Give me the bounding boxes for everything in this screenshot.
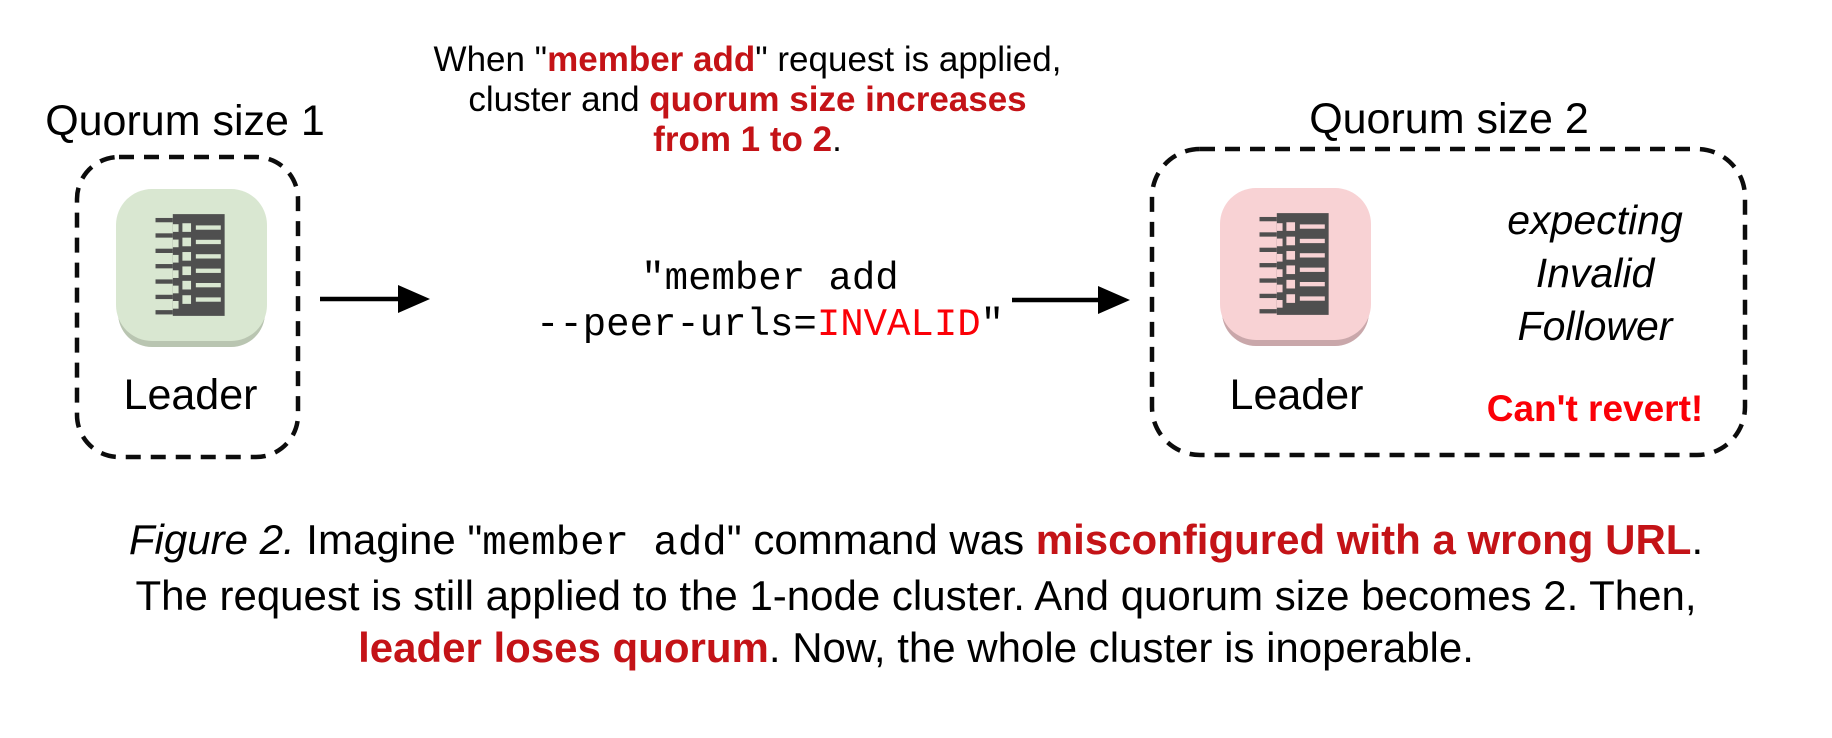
cluster-boundary-right — [1149, 146, 1748, 458]
expecting-line-3: Follower — [1517, 303, 1673, 349]
command-line-1: "member add — [641, 257, 899, 301]
figure-caption: Figure 2. Imagine "member add" command w… — [0, 514, 1832, 674]
right-node-label: Leader — [1229, 371, 1364, 419]
server-icon — [1259, 213, 1329, 315]
explanation-line-1: When "member add" request is applied, — [433, 40, 1062, 79]
caption-line-3: leader loses quorum. Now, the whole clus… — [358, 624, 1474, 671]
leader-node-green — [116, 189, 267, 341]
cluster-boundary-left — [74, 154, 301, 460]
expecting-line-2: Invalid — [1535, 250, 1655, 296]
caption-line-2: The request is still applied to the 1-no… — [135, 572, 1697, 619]
command-line-2: --peer-urls=INVALID" — [535, 303, 1005, 347]
arrow-right-icon-1 — [320, 285, 430, 313]
leader-node-pink — [1220, 188, 1371, 340]
expecting-line-1: expecting — [1507, 197, 1683, 243]
left-node-label: Leader — [123, 371, 258, 419]
explanation-text: When "member add" request is applied, cl… — [415, 40, 1080, 160]
expecting-invalid-follower-text: expecting Invalid Follower — [1440, 194, 1750, 353]
caption-line-1: Figure 2. Imagine "member add" command w… — [128, 516, 1704, 567]
left-cluster-title: Quorum size 1 — [45, 97, 325, 145]
right-cluster-title: Quorum size 2 — [1309, 95, 1589, 143]
explanation-line-2: cluster and quorum size increases — [468, 80, 1027, 119]
arrow-right-icon-2 — [1012, 286, 1130, 314]
explanation-line-3: from 1 to 2. — [653, 120, 842, 159]
member-add-command: "member add --peer-urls=INVALID" — [440, 256, 1100, 348]
server-icon — [155, 214, 225, 316]
cant-revert-warning: Can't revert! — [1486, 388, 1704, 429]
